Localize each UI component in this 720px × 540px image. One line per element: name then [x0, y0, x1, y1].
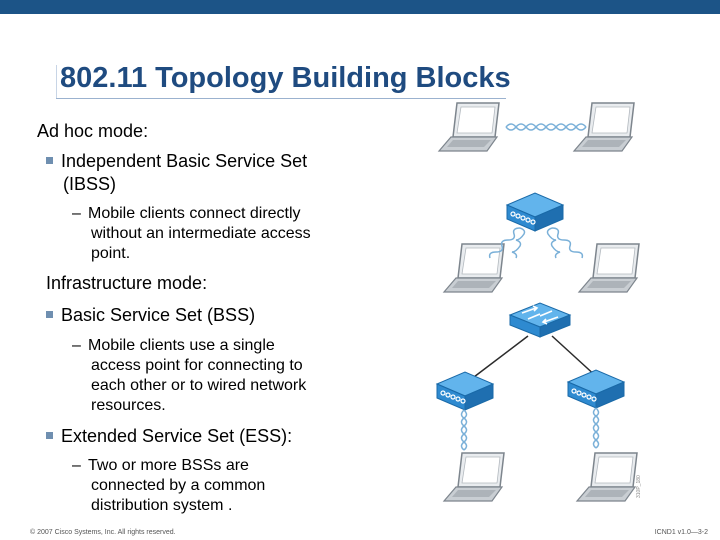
access-point-icon — [506, 192, 564, 232]
access-point-icon — [567, 369, 625, 409]
switch-icon — [509, 302, 571, 338]
dash-marker: – — [72, 205, 81, 222]
ess-line1: Extended Service Set (ESS): — [61, 426, 293, 446]
footer-course-id: ICND1 v1.0—3-2 — [654, 529, 708, 536]
footer-copyright: © 2007 Cisco Systems, Inc. All rights re… — [30, 529, 176, 536]
ibss-line1: Independent Basic Service Set — [61, 151, 308, 171]
ess-sub-line3: distribution system . — [91, 497, 233, 514]
bullet-square — [46, 310, 53, 318]
bullet-square — [46, 156, 53, 164]
title-frame-left — [56, 65, 57, 98]
top-band — [0, 0, 720, 14]
ess-sub-line2: connected by a common — [91, 477, 266, 494]
adhoc-heading: Ad hoc mode: — [37, 121, 149, 141]
laptop-icon — [578, 243, 640, 293]
bss-sub-line2: access point for connecting to — [91, 357, 303, 374]
bullet-square — [46, 431, 53, 439]
ibss-sub-line1: Mobile clients connect directly — [88, 205, 301, 222]
laptop-icon — [443, 243, 505, 293]
laptop-icon — [443, 452, 505, 502]
access-point-icon — [436, 371, 494, 411]
laptop-icon — [573, 102, 635, 152]
bss-sub-line3: each other or to wired network — [91, 377, 307, 394]
wireless-link-icon — [505, 123, 587, 131]
ibss-sub-line3: point. — [91, 245, 131, 262]
bss-sub-line1: Mobile clients use a single — [88, 337, 275, 354]
bss-sub-bullet: –Mobile clients use a single — [72, 336, 275, 356]
ibss-bullet: Independent Basic Service Set — [46, 151, 307, 172]
wireless-link-icon — [488, 227, 584, 259]
slide-title: 802.11 Topology Building Blocks — [60, 62, 511, 94]
title-underline — [56, 98, 506, 99]
dash-marker: – — [72, 457, 81, 474]
bss-line1: Basic Service Set (BSS) — [61, 305, 256, 325]
ibss-sub-bullet: –Mobile clients connect directly — [72, 204, 301, 224]
wireless-link-icon — [460, 407, 600, 451]
ibss-sub-line2: without an intermediate access — [91, 225, 311, 242]
bss-bullet: Basic Service Set (BSS) — [46, 305, 255, 326]
distribution-system-links — [469, 335, 599, 381]
ess-bullet: Extended Service Set (ESS): — [46, 426, 292, 447]
bss-sub-line4: resources. — [91, 397, 166, 414]
figure-id-label: 310P_180 — [636, 475, 642, 498]
ess-sub-line1: Two or more BSSs are — [88, 457, 249, 474]
ess-sub-bullet: –Two or more BSSs are — [72, 456, 249, 476]
laptop-icon — [576, 452, 638, 502]
infra-heading: Infrastructure mode: — [46, 273, 208, 293]
ibss-line2: (IBSS) — [63, 174, 117, 194]
dash-marker: – — [72, 337, 81, 354]
laptop-icon — [438, 102, 500, 152]
